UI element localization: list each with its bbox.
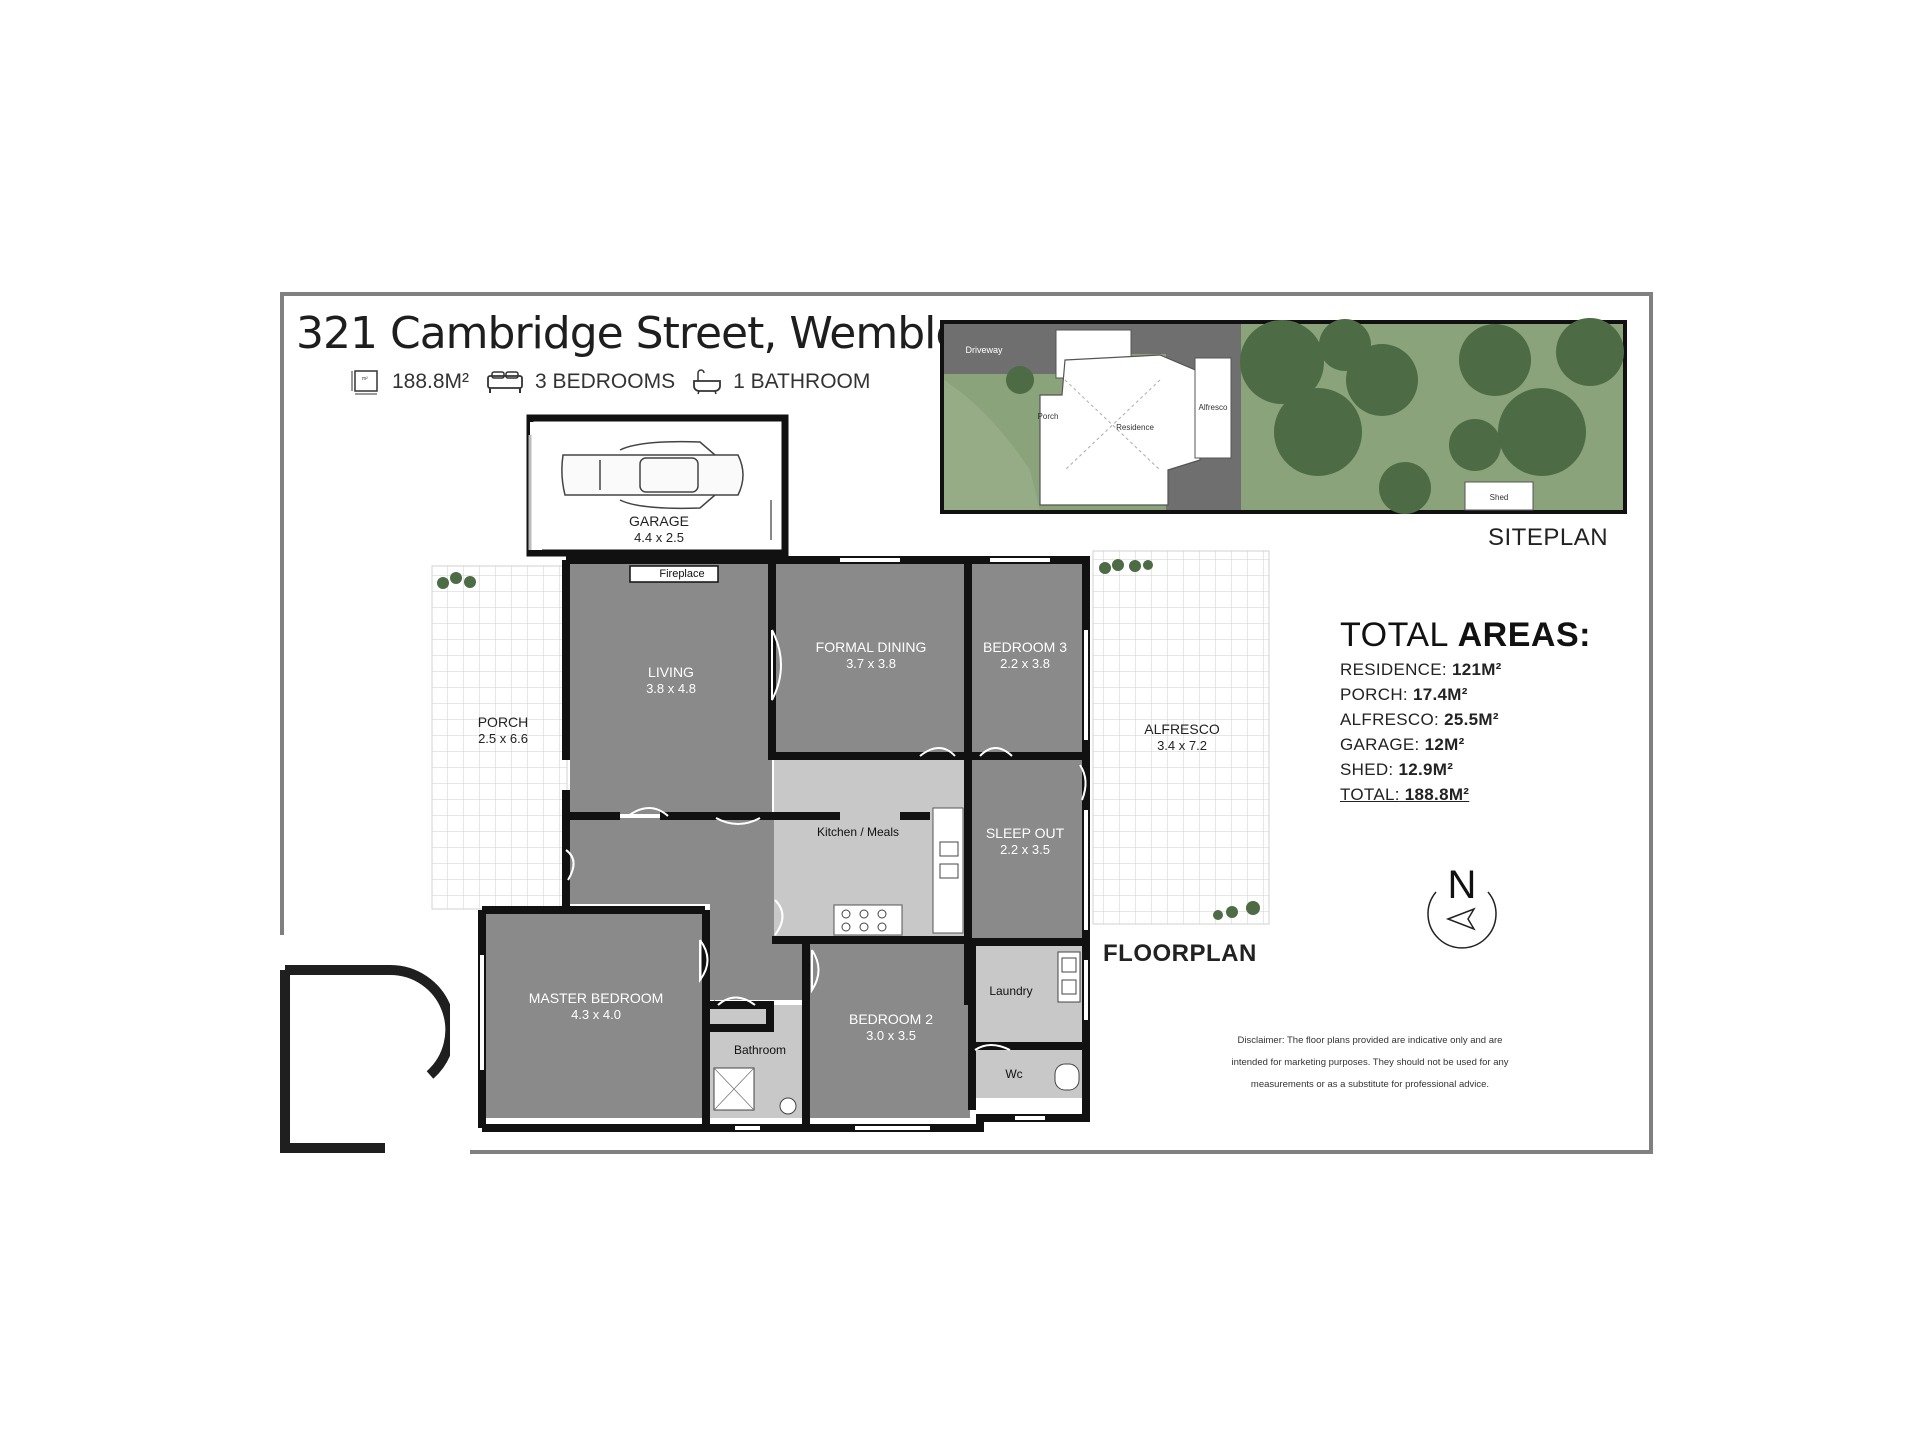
siteplan-label: SITEPLAN [1488, 524, 1609, 551]
bedrooms-stat: 3 BEDROOMS [485, 368, 675, 396]
car-icon [561, 440, 744, 510]
fireplace [629, 565, 719, 583]
site-driveway-label: Driveway [965, 345, 1003, 355]
bedroom2-dims: 3.0 x 3.5 [866, 1028, 916, 1043]
area-value: 12.9M² [1398, 760, 1454, 779]
living-room [570, 564, 772, 814]
laundry-label: Laundry [989, 984, 1032, 998]
living-label: LIVING [648, 664, 694, 680]
site-alfresco [1194, 357, 1232, 459]
site-shed-label: Shed [1490, 493, 1509, 502]
bed-icon [487, 371, 523, 393]
bedroom3-room [970, 564, 1082, 754]
porch-label: PORCH [478, 714, 529, 730]
area-label: GARAGE: [1340, 735, 1420, 754]
fireplace-label: Fireplace [659, 568, 704, 580]
tree-icon [1006, 318, 1624, 514]
formal-dining-dims: 3.7 x 3.8 [846, 656, 896, 671]
garage-dims: 4.4 x 2.5 [634, 530, 684, 545]
kitchen-label: Kitchen / Meals [817, 825, 899, 839]
area-row: GARAGE: 12M² [1340, 735, 1591, 755]
area-label: RESIDENCE: [1340, 660, 1447, 679]
areas-title-light: TOTAL [1340, 616, 1448, 654]
site-porch-label: Porch [1038, 412, 1059, 421]
area-label: TOTAL: [1340, 785, 1400, 804]
wc-label: Wc [1005, 1067, 1022, 1081]
sleep-out-label: SLEEP OUT [986, 825, 1065, 841]
areas-title: TOTAL AREAS: [1340, 616, 1591, 655]
floorplan: Fireplace LIVING 3.8 x 4.8 FORMAL DINING… [431, 414, 1270, 1132]
area-row: RESIDENCE: 121M² [1340, 660, 1591, 680]
alfresco-area [1092, 550, 1270, 925]
site-residence-label: Residence [1116, 423, 1154, 432]
area-row: PORCH: 17.4M² [1340, 685, 1591, 705]
bedrooms-value: 3 BEDROOMS [535, 370, 676, 393]
bath-icon [693, 369, 721, 395]
areas-title-bold: AREAS: [1457, 616, 1591, 654]
porch-area [431, 565, 568, 910]
site-shed [1464, 481, 1534, 511]
garage-label: GARAGE [629, 513, 689, 529]
alfresco-label: ALFRESCO [1144, 721, 1220, 737]
area-value: 188.8M² [392, 370, 470, 393]
bedroom2-room [810, 942, 970, 1118]
area-row: ALFRESCO: 25.5M² [1340, 710, 1591, 730]
bathrooms-value: 1 BATHROOM [733, 370, 871, 393]
area-label: SHED: [1340, 760, 1394, 779]
bedroom2-label: BEDROOM 2 [849, 1011, 933, 1027]
master-bedroom-dims: 4.3 x 4.0 [571, 1007, 621, 1022]
total-areas: TOTAL AREAS: RESIDENCE: 121M² PORCH: 17.… [1340, 616, 1591, 805]
svg-text:m²: m² [362, 376, 368, 382]
bedroom3-label: BEDROOM 3 [983, 639, 1067, 655]
porch-dims: 2.5 x 6.6 [478, 731, 528, 746]
area-label: PORCH: [1340, 685, 1408, 704]
area-value: 12M² [1424, 735, 1465, 754]
area-value: 25.5M² [1444, 710, 1499, 729]
living-dims: 3.8 x 4.8 [646, 681, 696, 696]
siteplan: Driveway Garage Porch Residence Alfresco… [940, 318, 1627, 514]
alfresco-dims: 3.4 x 7.2 [1157, 738, 1207, 753]
bathrooms-stat: 1 BATHROOM [691, 368, 870, 396]
sleep-out-room [970, 760, 1082, 938]
site-garage-label: Garage [1077, 337, 1107, 347]
logo-b-icon [280, 965, 450, 1153]
site-residence [1039, 354, 1201, 506]
area-icon: m² [351, 370, 378, 395]
area-value: 17.4M² [1412, 685, 1468, 704]
bedroom3-dims: 2.2 x 3.8 [1000, 656, 1050, 671]
area-label: ALFRESCO: [1340, 710, 1440, 729]
property-title: 321 Cambridge Street, Wembley [296, 308, 987, 359]
compass-icon: N [1427, 863, 1497, 949]
master-bedroom-room [486, 910, 706, 1118]
area-value: 121M² [1451, 660, 1502, 679]
formal-dining-label: FORMAL DINING [816, 639, 927, 655]
site-driveway [944, 324, 1056, 374]
floorplan-label: FLOORPLAN [1103, 940, 1257, 967]
disclaimer: Disclaimer: The floor plans provided are… [1231, 1035, 1509, 1090]
sleep-out-dims: 2.2 x 3.5 [1000, 842, 1050, 857]
formal-dining-room [774, 564, 968, 754]
master-bedroom-label: MASTER BEDROOM [529, 990, 664, 1006]
site-alfresco-label: Alfresco [1199, 403, 1228, 412]
property-stats: m² 188.8M² 3 BEDROOMS 1 BATHROOM [350, 368, 870, 396]
area-row: SHED: 12.9M² [1340, 760, 1591, 780]
area-value: 188.8M² [1404, 785, 1470, 804]
area-stat: m² 188.8M² [350, 368, 469, 396]
bathroom-label: Bathroom [734, 1043, 786, 1057]
north-label: N [1448, 863, 1477, 907]
area-row-total: TOTAL: 188.8M² [1340, 785, 1591, 805]
